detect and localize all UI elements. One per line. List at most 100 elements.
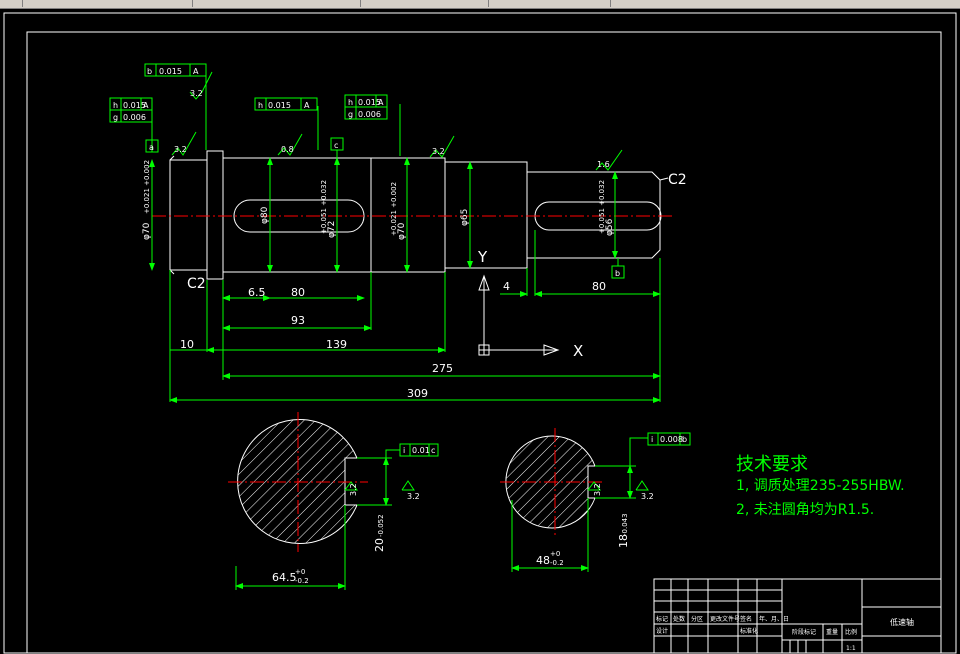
- section-left-width: 64.5: [272, 571, 297, 584]
- title-block-row-label: 签名: [740, 615, 752, 623]
- section-right-width: 48: [536, 554, 550, 567]
- ucs-icon: [478, 274, 560, 356]
- title-block-scale-label: 比例: [845, 628, 857, 636]
- section-left-width-tol-up: +0: [295, 568, 305, 576]
- dimension-label: 80: [592, 280, 606, 293]
- shaft-segment-gear-seat: [222, 157, 372, 273]
- frame-h-right-datum: A: [378, 98, 384, 107]
- toolbar-segment[interactable]: [22, 0, 193, 7]
- title-block: [653, 578, 942, 654]
- toolbar-segment[interactable]: [360, 0, 489, 7]
- dimension-lines: [149, 68, 661, 403]
- tech-requirements-title: 技术要求: [736, 454, 808, 475]
- section-view-left: [228, 412, 368, 552]
- datum-a-label: a: [149, 143, 154, 152]
- title-block-row-label: 年、月、日: [759, 615, 789, 623]
- roughness-label: 3.2: [593, 483, 602, 496]
- roughness-label: 3.2: [641, 492, 654, 501]
- datum-b-label: b: [615, 269, 620, 278]
- roughness-label: 3.2: [432, 147, 445, 156]
- diameter-label: φ65: [460, 209, 470, 226]
- chamfer-label-right: C2: [668, 172, 687, 188]
- toolbar-segment[interactable]: [192, 0, 361, 7]
- diameter-label: φ80: [260, 206, 270, 224]
- roughness-label: 3.2: [349, 483, 358, 496]
- frame-h-main-letter: h: [113, 101, 118, 110]
- shaft-segment-bearing-left: [169, 159, 208, 271]
- datum-c-label: c: [334, 141, 338, 150]
- toolbar-strip: [0, 0, 960, 9]
- toolbar-segment[interactable]: [0, 0, 23, 7]
- symmetry-frame-right: [647, 432, 691, 446]
- symmetry-left-datum: c: [431, 446, 435, 455]
- tolerance-frame-g-main: [109, 109, 153, 123]
- diameter-tolerance: +0.021 +0.002: [143, 160, 151, 214]
- title-block-weight-label: 重量: [826, 628, 838, 636]
- frame-g-main-value: 0.006: [123, 113, 146, 122]
- frame-b-datum: A: [193, 67, 199, 76]
- cad-drawing[interactable]: b 0.015 A h 0.015 A g 0.006 h 0.015 A h …: [0, 8, 960, 654]
- diameter-label: φ72: [327, 221, 337, 238]
- title-block-row-label: 标记: [656, 615, 668, 623]
- frame-h-mid-letter: h: [258, 101, 263, 110]
- diameter-label: φ56: [605, 218, 615, 236]
- section-left-width-tol-dn: -0.2: [295, 577, 309, 585]
- toolbar-segment[interactable]: [488, 0, 611, 7]
- frame-g-right-letter: g: [348, 110, 353, 119]
- title-block-part-name: 低速轴: [890, 617, 914, 627]
- section-right-key-tol: -0.043: [621, 513, 629, 536]
- tech-requirement-line: 2, 未注圆角均为R1.5.: [736, 502, 874, 518]
- ucs-y-label: Y: [477, 248, 488, 266]
- symmetry-right-value: 0.008: [660, 435, 683, 444]
- dimension-label: 275: [432, 362, 453, 375]
- ucs-x-label: X: [573, 342, 583, 360]
- shaft-segment-bearing-right: [370, 157, 446, 273]
- roughness-label: 1.6: [597, 160, 610, 169]
- dimension-label: 10: [180, 338, 194, 351]
- title-block-stage-label: 阶段标记: [792, 628, 816, 636]
- dimension-label: 139: [326, 338, 347, 351]
- frame-g-main-letter: g: [113, 113, 118, 122]
- frame-h-right-letter: h: [348, 98, 353, 107]
- section-right-width-tol-dn: -0.2: [550, 559, 564, 567]
- shaft-segment-collar: [206, 150, 224, 280]
- diameter-label: φ70: [142, 222, 152, 240]
- chamfer-label-left: C2: [187, 276, 206, 292]
- diameter-tolerance: +0.021 +0.002: [390, 182, 398, 236]
- symmetry-left-value: 0.01: [412, 446, 430, 455]
- title-block-row-label: 更改文件号: [710, 615, 740, 623]
- shaft-main-view: [152, 150, 672, 280]
- frame-h-main-datum: A: [143, 101, 149, 110]
- section-left-key: 20: [373, 538, 386, 552]
- diameter-tolerance: +0.051 +0.032: [598, 180, 606, 234]
- dimension-label: 6.5: [248, 286, 266, 299]
- symmetry-right-datum: b: [682, 435, 687, 444]
- symmetry-right-letter: i: [651, 435, 653, 444]
- frame-h-mid-datum: A: [304, 101, 310, 110]
- title-block-scale-value: 1:1: [846, 645, 856, 652]
- title-block-row-label: 分区: [691, 615, 703, 623]
- section-right-key: 18: [617, 534, 630, 548]
- inner-frame: [26, 31, 942, 654]
- frame-g-right-value: 0.006: [358, 110, 381, 119]
- diameter-label: φ70: [397, 222, 407, 240]
- tolerance-frame-h-mid: [254, 97, 318, 111]
- roughness-label: 3.2: [174, 145, 187, 154]
- roughness-label: 3.2: [190, 89, 203, 98]
- section-left-key-tol: -0.052: [377, 514, 385, 537]
- frame-h-main-value: 0.015: [123, 101, 146, 110]
- shaft-segment-output: [526, 171, 661, 259]
- frame-b-value: 0.015: [159, 67, 182, 76]
- symmetry-frame-left: [399, 443, 439, 457]
- diameter-tolerance: +0.051 +0.032: [320, 180, 328, 234]
- datum-box-a: [145, 139, 159, 153]
- section-right-width-tol-up: +0: [550, 550, 560, 558]
- tolerance-frame-g-right: [344, 106, 388, 120]
- title-block-design-label: 设计: [656, 627, 668, 635]
- datum-box-b: [611, 265, 625, 279]
- frame-h-right-value: 0.015: [358, 98, 381, 107]
- frame-b-letter: b: [147, 67, 152, 76]
- dimension-label: 93: [291, 314, 305, 327]
- title-block-row-label: 处数: [673, 615, 685, 623]
- tolerance-frame-b: [144, 63, 207, 77]
